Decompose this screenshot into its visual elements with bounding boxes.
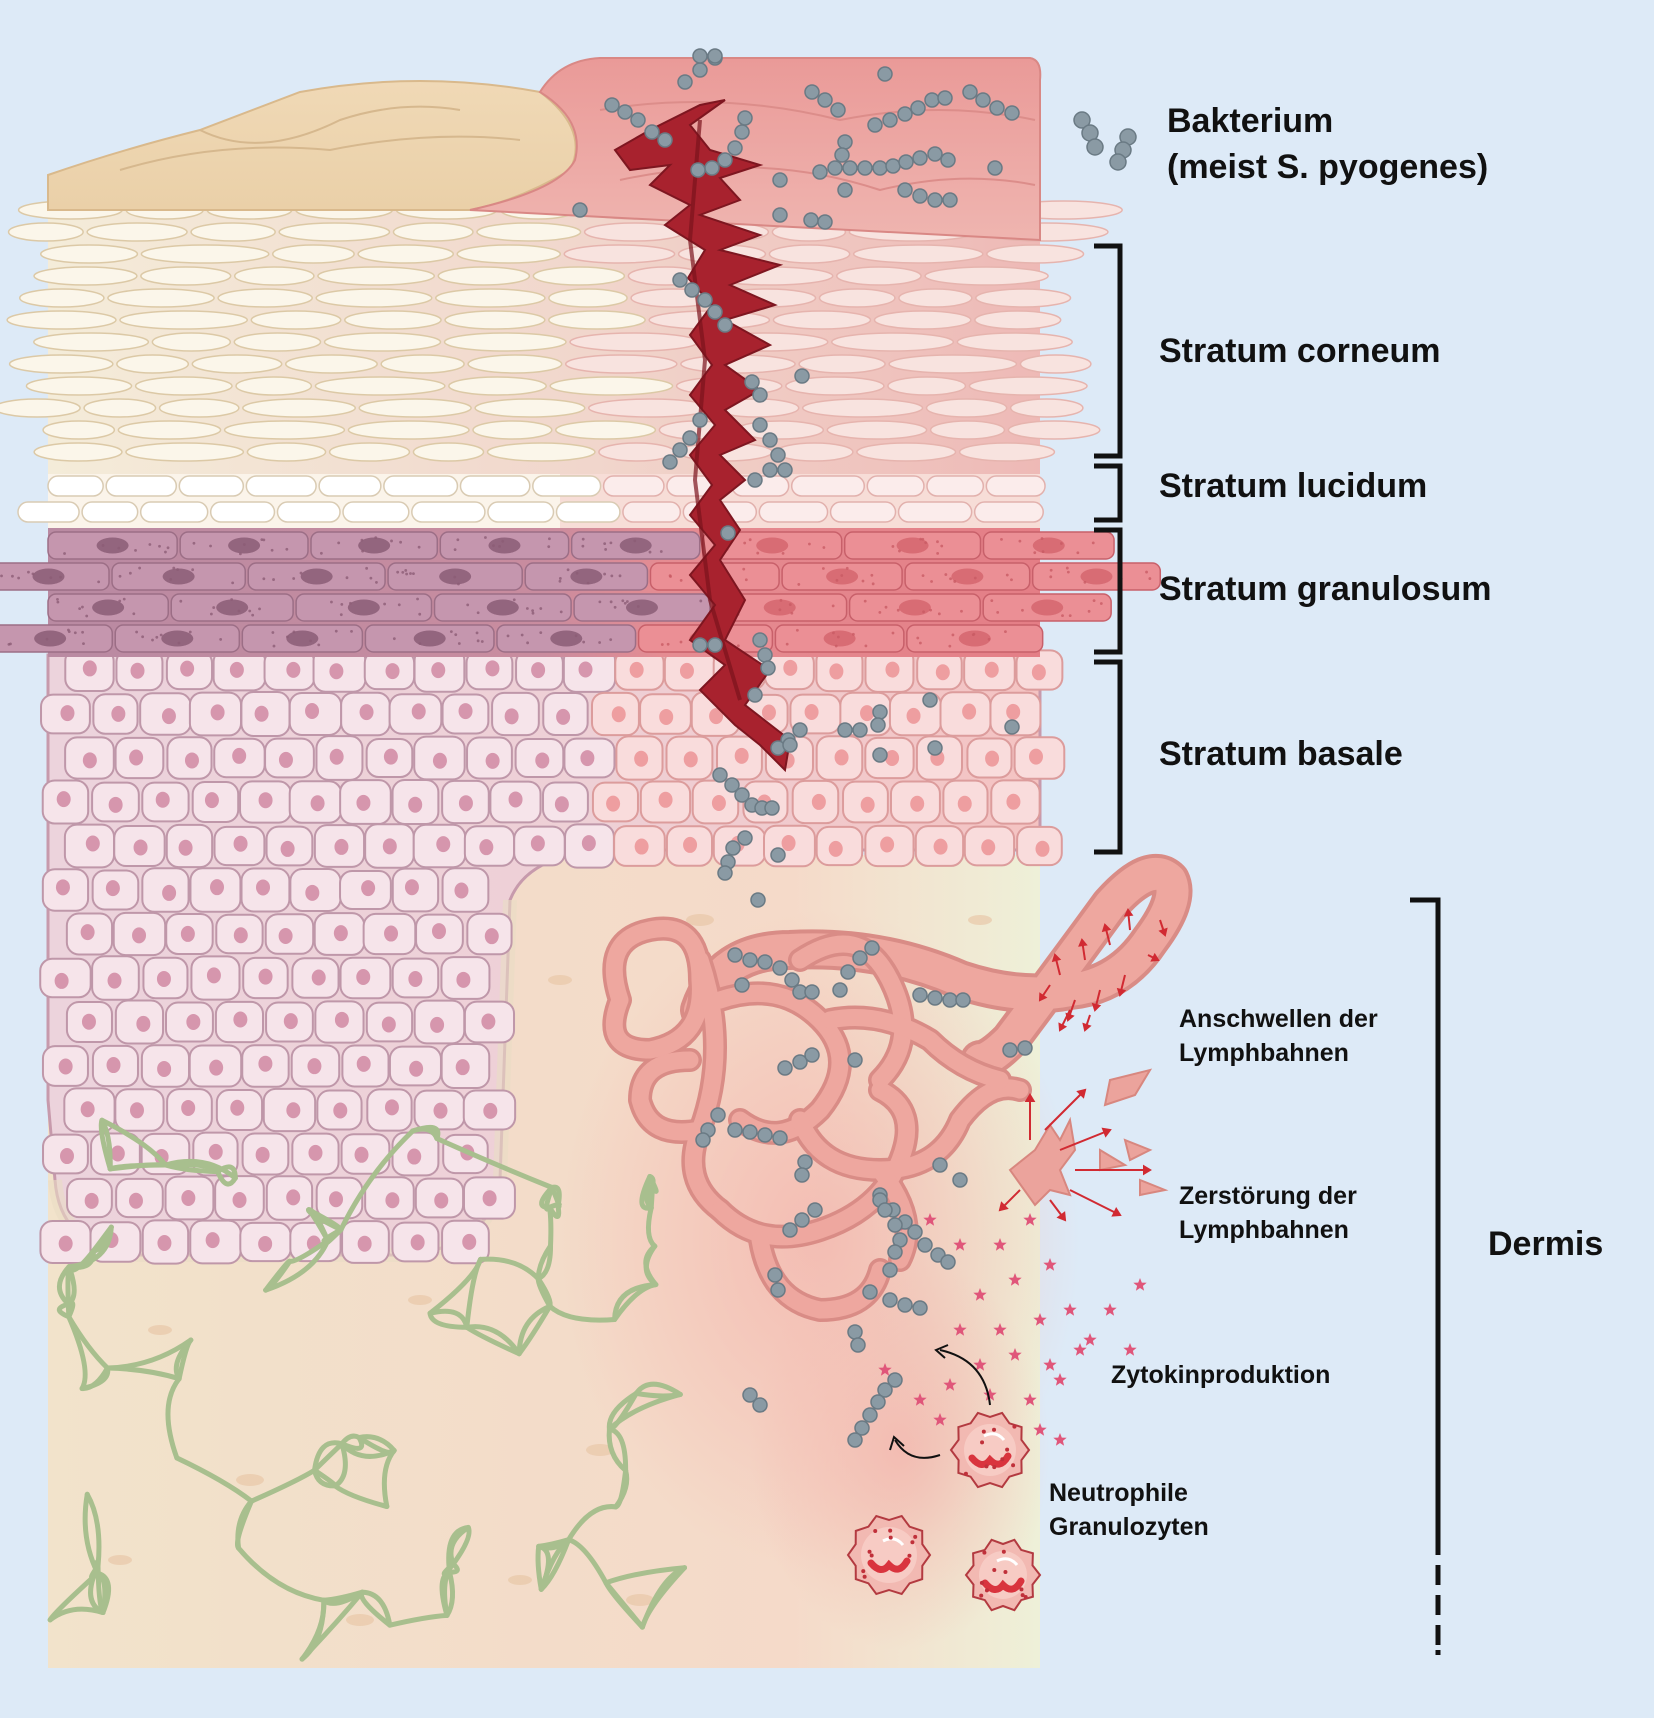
label-stratum-corneum: Stratum corneum bbox=[1159, 332, 1441, 370]
wound-tear bbox=[613, 99, 792, 773]
bracket-lucidum bbox=[1094, 463, 1123, 523]
crust-healthy bbox=[47, 80, 577, 211]
neutrophils bbox=[846, 1411, 1042, 1612]
bracket-corneum bbox=[1094, 243, 1123, 459]
label-neutrophils: Neutrophile Granulozyten bbox=[1049, 1476, 1209, 1544]
fibroblasts bbox=[76, 914, 992, 1626]
layer-brackets bbox=[1094, 243, 1441, 1655]
label-neutrophils-line1: Neutrophile bbox=[1049, 1479, 1188, 1507]
legend-bacterium-icon bbox=[1073, 111, 1137, 171]
bacteria-chains bbox=[572, 48, 1033, 1448]
label-stratum-basale: Stratum basale bbox=[1159, 735, 1403, 773]
label-dermis: Dermis bbox=[1488, 1225, 1604, 1263]
label-lymph-destruction-line2: Lymphbahnen bbox=[1179, 1216, 1349, 1244]
label-stratum-lucidum: Stratum lucidum bbox=[1159, 467, 1428, 505]
label-lymph-swelling-line1: Anschwellen der bbox=[1179, 1005, 1378, 1033]
swelling-arrows bbox=[1038, 908, 1168, 1032]
label-cytokine-production: Zytokinproduktion bbox=[1111, 1361, 1331, 1389]
neutrophil-action-arrows bbox=[889, 1344, 991, 1459]
legend-bacterium-line2: (meist S. pyogenes) bbox=[1167, 148, 1489, 186]
label-lymph-destruction-line1: Zerstörung der bbox=[1179, 1182, 1357, 1210]
bracket-dermis bbox=[1410, 897, 1441, 1555]
label-lymph-destruction: Zerstörung der Lymphbahnen bbox=[1179, 1179, 1357, 1247]
label-lymph-swelling-line2: Lymphbahnen bbox=[1179, 1039, 1349, 1067]
corneum-cells bbox=[0, 200, 1123, 462]
bracket-granulosum bbox=[1094, 527, 1123, 655]
label-neutrophils-line2: Granulozyten bbox=[1049, 1513, 1209, 1541]
label-stratum-granulosum: Stratum granulosum bbox=[1159, 570, 1492, 608]
granulosum-cells bbox=[0, 531, 1162, 653]
legend-bacterium-label: Bakterium (meist S. pyogenes) bbox=[1167, 98, 1488, 190]
label-lymph-swelling: Anschwellen der Lymphbahnen bbox=[1179, 1002, 1378, 1070]
bracket-basale bbox=[1094, 659, 1123, 855]
basale-cells bbox=[39, 647, 1066, 1265]
legend-bacterium-line1: Bakterium bbox=[1167, 102, 1334, 140]
fiber-network bbox=[47, 1117, 688, 1662]
lymph-destruction bbox=[998, 1068, 1169, 1222]
